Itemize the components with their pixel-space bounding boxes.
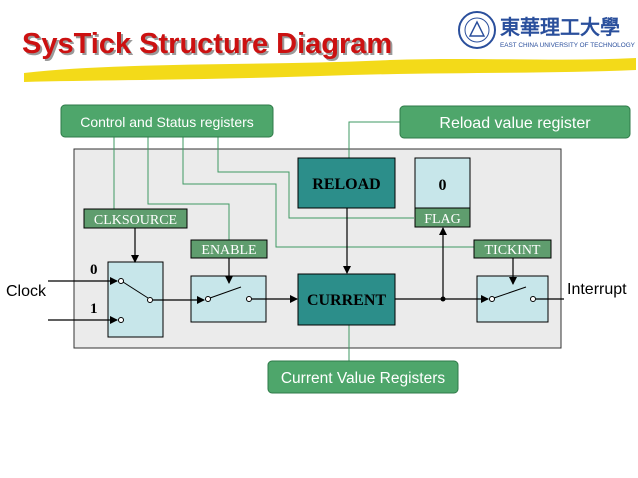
mux-input-0-label: 0: [90, 262, 98, 278]
callout-control-status: Control and Status registers: [60, 104, 274, 138]
bit-enable: ENABLE: [190, 239, 268, 259]
reload-register-label: RELOAD: [312, 176, 380, 193]
wire-tickint: [182, 137, 474, 248]
bit-flag-label: FLAG: [424, 212, 461, 227]
bit-clksource: CLKSOURCE: [83, 208, 188, 229]
current-register: CURRENT: [297, 273, 396, 326]
control-wires: [113, 121, 474, 361]
title-shadow: SysTick Structure Diagram: [24, 30, 394, 62]
signal-wires: [48, 208, 564, 324]
callout-control-status-label: Control and Status registers: [80, 114, 254, 130]
current-register-label: CURRENT: [307, 292, 386, 309]
university-logo: 東華理工大學 EAST CHINA UNIVERSITY OF TECHNOLO…: [458, 11, 636, 49]
mux-input-1-label: 1: [90, 301, 98, 317]
callout-reload-register: Reload value register: [399, 105, 631, 139]
title-block: SysTick Structure Diagram SysTick Struct…: [22, 28, 636, 82]
interrupt-label: Interrupt: [567, 281, 627, 298]
page-title: SysTick Structure Diagram: [22, 28, 392, 60]
bit-enable-label: ENABLE: [201, 243, 256, 258]
clock-label: Clock: [6, 283, 47, 300]
reload-register: RELOAD: [297, 157, 396, 209]
flag-value: 0: [439, 177, 447, 194]
bit-clksource-label: CLKSOURCE: [94, 213, 177, 228]
callout-current-registers: Current Value Registers: [267, 360, 459, 394]
logo-chinese-text: 東華理工大學: [500, 15, 620, 39]
seal-emblem: [468, 20, 486, 37]
callout-current-registers-label: Current Value Registers: [281, 370, 446, 387]
title-highlight-stroke: [24, 58, 636, 82]
wire-flag: [217, 137, 414, 219]
bit-tickint-label: TICKINT: [485, 243, 541, 258]
bit-tickint: TICKINT: [473, 239, 552, 259]
seal-inner-ring: [464, 17, 490, 43]
wire-enable: [147, 137, 230, 240]
flag-register: 0 FLAG: [414, 157, 471, 228]
wire-reload: [348, 121, 400, 158]
flag-junction-dot: [440, 296, 446, 302]
seal-icon: [458, 11, 496, 49]
callout-reload-register-label: Reload value register: [439, 115, 591, 132]
logo-english-text: EAST CHINA UNIVERSITY OF TECHNOLOGY: [500, 42, 636, 49]
